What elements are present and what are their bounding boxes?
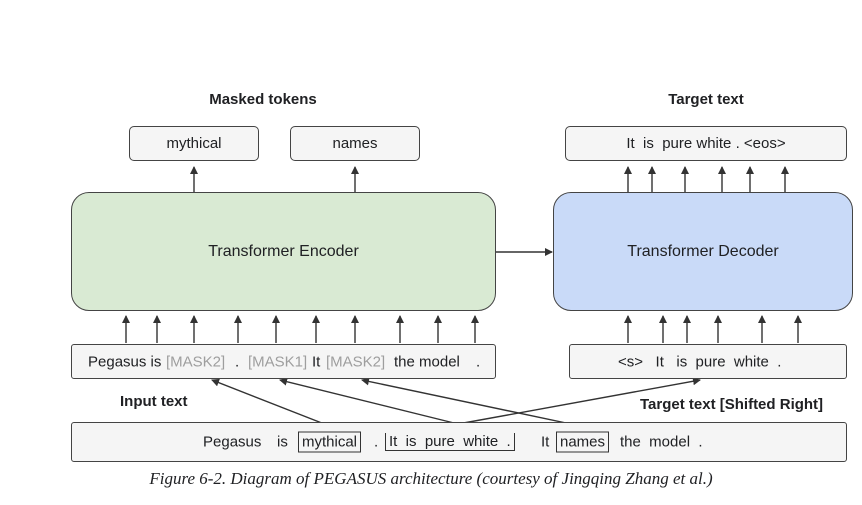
masked-token-names: names — [290, 126, 420, 161]
src-word-it: It — [541, 433, 550, 451]
arrows-decoder-to-target — [624, 166, 789, 192]
src-sentence-it-is-pure-white: It is pure white . — [385, 433, 515, 451]
arrows-source-to-inputs — [211, 377, 701, 428]
enc-token-mask2-first: [MASK2] — [166, 353, 226, 370]
figure-caption: Figure 6-2. Diagram of PEGASUS architect… — [149, 469, 713, 488]
enc-token-mask1: [MASK1] — [248, 353, 308, 370]
decoder-input-text: <s> It is pure white . — [618, 353, 782, 370]
src-word-is: is — [277, 433, 288, 451]
src-word-period: . — [374, 433, 379, 451]
decoder-input-row: <s> It is pure white . — [569, 344, 847, 379]
input-text-heading: Input text — [120, 393, 188, 410]
enc-token-pegasus-is: Pegasus is — [88, 353, 162, 370]
target-text-box: It is pure white . <eos> — [565, 126, 847, 161]
masked-token-mythical: mythical — [129, 126, 259, 161]
target-text-heading: Target text — [668, 91, 744, 108]
transformer-decoder: Transformer Decoder — [553, 192, 853, 311]
src-word-the-model: the model . — [620, 433, 703, 451]
src-word-pegasus: Pegasus — [203, 433, 262, 451]
transformer-encoder: Transformer Encoder — [71, 192, 496, 311]
enc-token-mask2-second: [MASK2] — [326, 353, 386, 370]
arrows-input-to-decoder — [624, 315, 802, 343]
encoder-input-row: Pegasus is [MASK2] . [MASK1] It [MASK2] … — [71, 344, 496, 379]
enc-token-the-model: the model — [394, 353, 460, 370]
enc-token-period-1: . — [235, 353, 240, 370]
enc-token-it: It — [312, 353, 321, 370]
arrows-input-to-encoder — [122, 315, 479, 343]
src-word-names: names — [556, 431, 610, 453]
enc-token-period-2: . — [476, 353, 481, 370]
masked-tokens-heading: Masked tokens — [209, 91, 317, 108]
source-text-row: Pegasus is mythical . It is pure white .… — [71, 422, 847, 462]
target-text-shifted-heading: Target text [Shifted Right] — [640, 396, 824, 413]
src-word-mythical: mythical — [298, 431, 362, 453]
